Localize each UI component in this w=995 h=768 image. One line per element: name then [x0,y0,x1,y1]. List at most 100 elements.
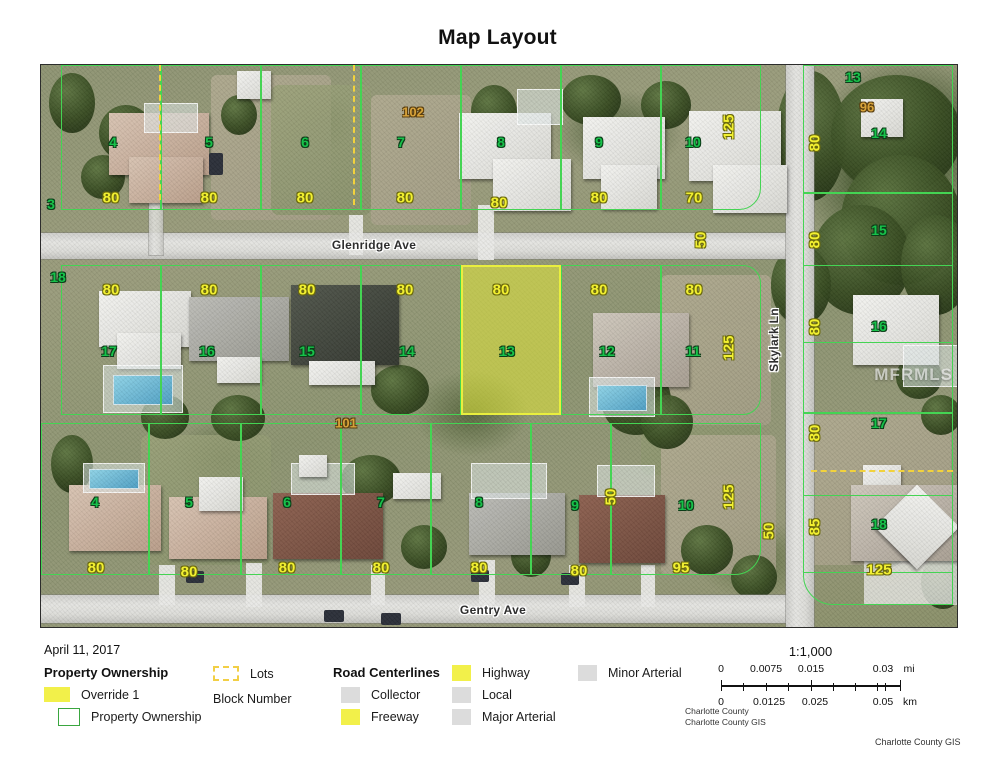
dimension-label: 80 [396,281,414,299]
lot-label: 16 [199,343,215,359]
legend-heading: Road Centerlines [333,665,440,680]
lot-label: 7 [397,134,405,150]
parcel-lot-5-top[interactable] [161,65,261,210]
road-glenridge-ave [41,233,801,259]
scale-tick [743,683,745,691]
lot-label: 12 [599,343,615,359]
swatch-major-arterial-icon [452,709,471,725]
lot-label: 4 [91,494,99,510]
dimension-label: 80 [806,134,824,152]
scale-tick [877,683,879,691]
building [117,333,181,369]
swatch-minor-arterial-icon [578,665,597,681]
lot-label: 10 [678,497,694,513]
tree [401,525,447,569]
legend-item: Lots [213,666,333,681]
scale-tick [811,680,813,691]
pool-cage [471,463,547,499]
legend-item: Property Ownership [44,708,244,726]
legend-road-centerlines: Road Centerlines Collector Freeway [333,665,473,731]
lot-label: 18 [871,516,887,532]
parcel-lot-12-mid[interactable] [561,265,661,415]
dimension-label: 80 [806,424,824,442]
swatch-lots-dashed-icon [213,666,239,681]
dimension-label: 95 [672,559,690,577]
legend-item: Collector [333,687,473,703]
driveway [478,205,494,260]
parcel-lot-8-bottom[interactable] [431,423,531,575]
parcel-lot-7-bottom[interactable] [341,423,431,575]
parcel-lot-6-bottom[interactable] [241,423,341,575]
dimension-label: 80 [102,189,120,207]
driveway [371,565,385,605]
dimension-label: 80 [806,318,824,336]
building [861,99,903,137]
lot-label: 17 [101,343,117,359]
parcel-lot-15-mid[interactable] [261,265,361,415]
parcel-lot-11-mid[interactable] [661,265,761,415]
parcel-lot-8-top[interactable] [461,65,561,210]
parcel-lot-16-east[interactable] [803,265,953,413]
building [593,313,689,387]
scale-tick-label: 0.05 [872,696,894,708]
credits-line-2: Charlotte County GIS [685,717,766,728]
dimension-label: 80 [590,281,608,299]
mfrmls-watermark: MFRMLS [874,365,953,384]
building [493,159,571,211]
parcel-lot-14-mid[interactable] [361,265,461,415]
lot-label: 11 [685,343,701,359]
lot-label: 6 [301,134,309,150]
parcel-lot-5-bottom[interactable] [149,423,241,575]
swatch-local-icon [452,687,471,703]
parcel-lot-9-top[interactable] [561,65,661,210]
tree [921,395,957,435]
legend-label: Block Number [213,691,292,706]
vehicle [324,610,344,622]
scale-labels-miles: 0 0.0075 0.015 0.03 mi [703,663,918,676]
scale-tick-label: 0.025 [801,696,829,708]
building [199,477,243,511]
lot-label: 16 [871,318,887,334]
parcel-lot-16-mid[interactable] [161,265,261,415]
swatch-freeway-icon [341,709,360,725]
highlighted-parcel[interactable] [461,265,561,415]
lot-label: 9 [571,497,579,513]
parcel-lot-10-top[interactable] [661,65,761,210]
dimension-label: 80 [806,231,824,249]
scale-tick [721,680,723,691]
tree [681,525,733,575]
parcel-lot-17-mid[interactable] [61,265,161,415]
road-skylark-ln [786,65,814,627]
dimension-label: 85 [806,518,824,536]
block-number: 101 [335,415,357,431]
dimension-label: 125 [866,561,892,579]
vehicle [561,573,579,585]
parcel-lot-18-east[interactable] [803,495,953,605]
tree [49,73,95,133]
parcel-lot-10-bottom[interactable] [611,423,761,575]
dimension-label: 50 [602,488,620,506]
parcel-lot-4-bottom[interactable] [41,423,149,575]
lot-label: 18 [50,269,66,285]
legend-road-types-3: Minor Arterial [578,665,728,687]
dimension-label: 80 [87,559,105,577]
map-credits: Charlotte County Charlotte County GIS [685,706,766,729]
parcel-lot-7-top[interactable] [361,65,461,210]
lot-label: 9 [595,134,603,150]
lot-label: 10 [685,134,701,150]
building [299,455,327,477]
legend-label: Property Ownership [91,710,202,724]
lot-label: 4 [109,134,117,150]
gis-attribution: Charlotte County GIS [875,737,961,747]
dimension-label: 125 [720,484,738,510]
map-canvas[interactable]: 3 4 5 6 7 8 9 10 13 14 15 16 17 18 18 17… [40,64,958,628]
parcel-lot-9-bottom[interactable] [531,423,611,575]
parcel-lot-14-east[interactable] [803,65,953,193]
lot-label: 14 [871,125,887,141]
map-footer: April 11, 2017 Property Ownership Overri… [0,632,995,768]
legend-item: Local [452,687,592,703]
parcel-lot-6-top[interactable] [261,65,361,210]
dimension-label: 80 [200,189,218,207]
scale-tick [900,680,902,691]
parcel-lot-17-east[interactable] [803,413,953,573]
